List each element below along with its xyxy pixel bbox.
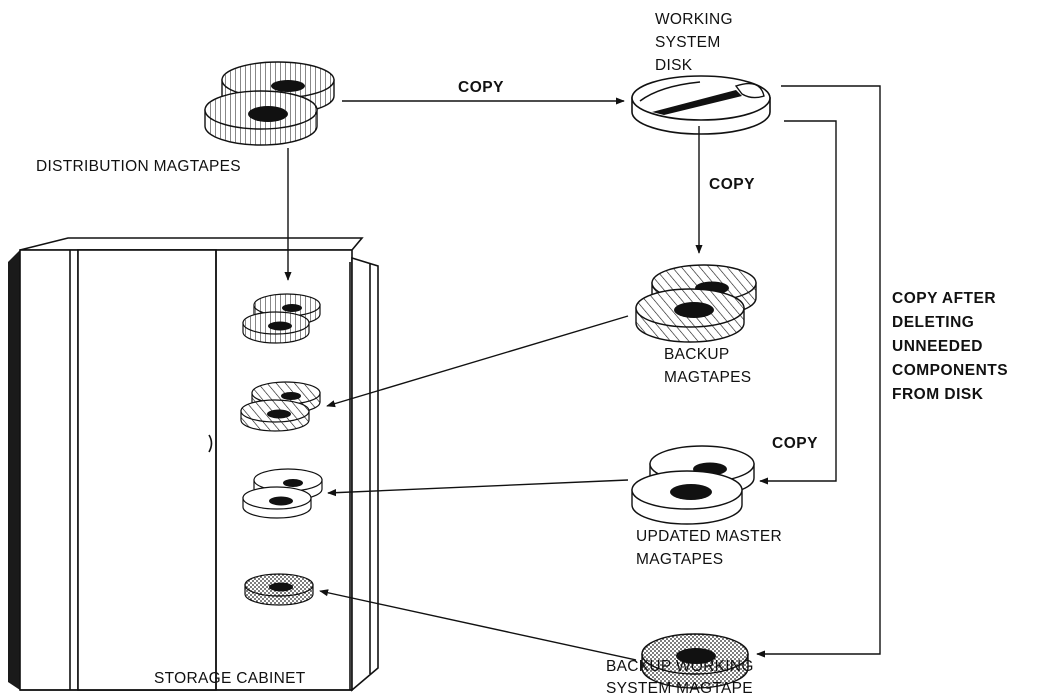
backup-working-system-magtape: [641, 633, 749, 689]
cabinet-working-tape: [244, 573, 314, 606]
door-handle: [208, 434, 213, 453]
arrow-master-to-cabinet: [327, 479, 629, 497]
working-system-disk: [631, 75, 771, 135]
label-copy-after-5: FROM DISK: [892, 386, 984, 403]
backup-magtapes: [635, 264, 757, 343]
label-backup-2: MAGTAPES: [664, 369, 751, 386]
cabinet-distribution-tapes: [242, 293, 321, 344]
label-backup-working-1: BACKUP WORKING: [606, 658, 754, 675]
label-copy-right: COPY: [772, 435, 818, 452]
label-copy-after-1: COPY AFTER: [892, 290, 996, 307]
label-master-1: UPDATED MASTER: [636, 528, 782, 545]
cabinet-master-tapes: [242, 468, 323, 519]
label-storage-cabinet: STORAGE CABINET: [154, 670, 306, 687]
label-distribution-magtapes: DISTRIBUTION MAGTAPES: [36, 158, 241, 175]
label-copy-after-2: DELETING: [892, 314, 974, 331]
label-copy-after-4: COMPONENTS: [892, 362, 1008, 379]
label-working-disk-2: SYSTEM: [655, 34, 721, 51]
arrow-disk-to-master: [759, 120, 837, 485]
label-copy-mid: COPY: [709, 176, 755, 193]
storage-cabinet: [8, 237, 379, 692]
label-master-2: MAGTAPES: [636, 551, 723, 568]
label-working-disk-3: DISK: [655, 57, 693, 74]
label-backup-1: BACKUP: [664, 346, 730, 363]
distribution-magtapes: [204, 61, 335, 146]
label-backup-working-2: SYSTEM MAGTAPE: [606, 680, 753, 697]
label-copy-top: COPY: [458, 79, 504, 96]
cabinet-backup-tapes: [240, 381, 321, 432]
arrow-working-to-cabinet: [319, 589, 637, 661]
label-copy-after-3: UNNEEDED: [892, 338, 983, 355]
flow-arrows: [284, 85, 881, 661]
arrow-backup-to-cabinet: [326, 315, 629, 408]
label-working-disk-1: WORKING: [655, 11, 733, 28]
updated-master-magtapes: [631, 445, 755, 525]
arrow-disk-to-working-tape: [756, 85, 881, 658]
